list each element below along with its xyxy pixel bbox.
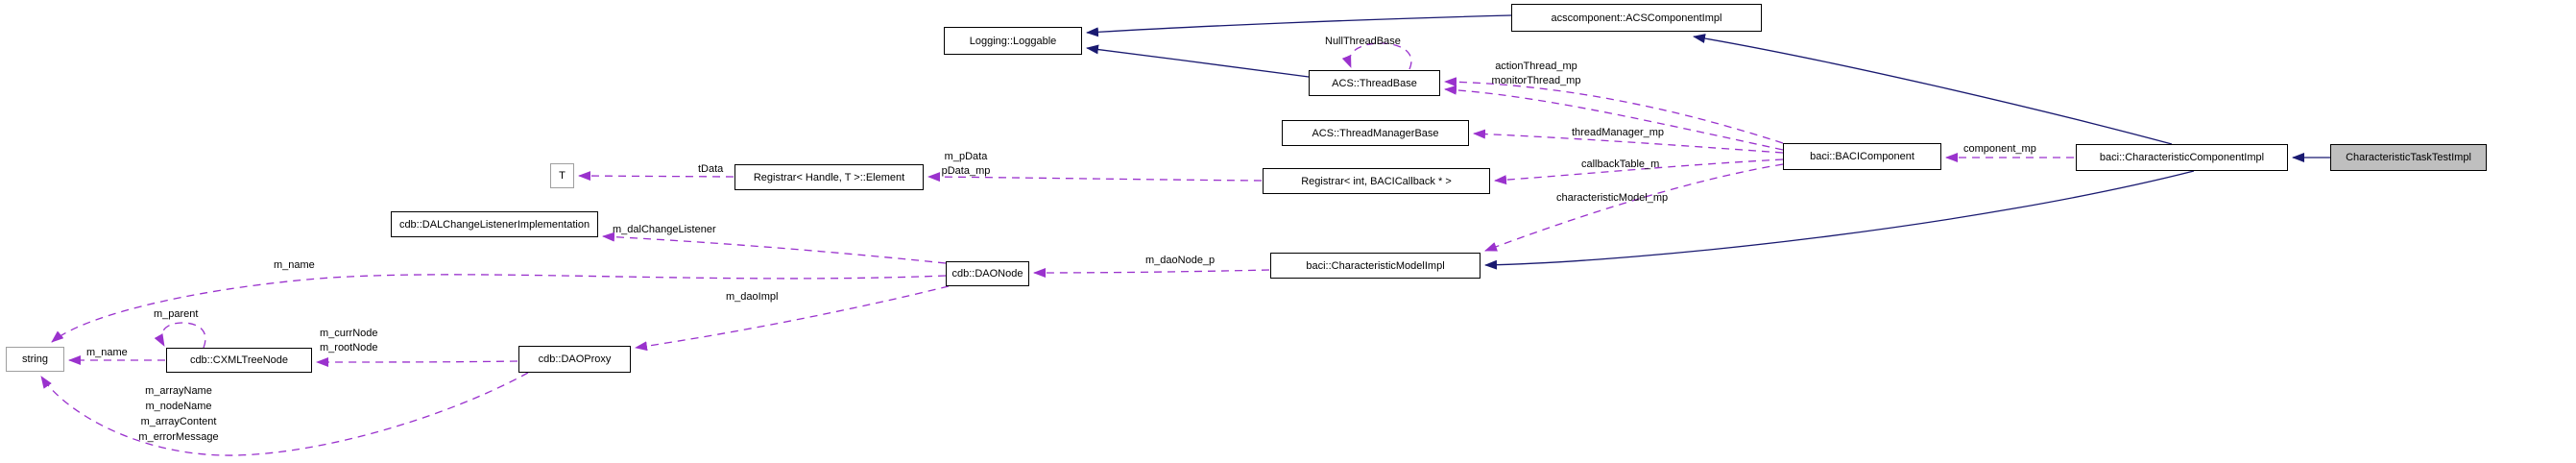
edge-bacicomponent-threadmanager bbox=[1473, 129, 1784, 154]
node-acs-threadmanagerbase[interactable]: ACS::ThreadManagerBase bbox=[1282, 120, 1469, 146]
edge-label-m-currnode: m_currNode bbox=[320, 328, 378, 339]
node-cdb-cxmltreenode[interactable]: cdb::CXMLTreeNode bbox=[166, 348, 312, 373]
edge-label-nullthreadbase: NullThreadBase bbox=[1325, 36, 1401, 47]
edge-label-pdata-mp: pData_mp bbox=[941, 165, 991, 177]
edge-label-thread-group: actionThread_mp monitorThread_mp bbox=[1483, 60, 1589, 88]
edge-label-m-daonode-p: m_daoNode_p bbox=[1145, 255, 1216, 266]
edge-characteristiccomponentimpl-to-characteristicmodelimpl bbox=[1484, 170, 2195, 270]
edge-label-array-group: m_arrayName m_nodeName m_arrayContent m_… bbox=[123, 383, 234, 445]
edge-cxmltreenode-parent-self-loop bbox=[154, 322, 206, 349]
edge-threadbase-to-loggable bbox=[1086, 44, 1310, 78]
edge-label-component-mp: component_mp bbox=[1963, 143, 2036, 155]
edge-characteristiccomponentimpl-to-acscomponentimpl bbox=[1693, 34, 2173, 145]
edge-label-m-arrayname: m_arrayName bbox=[145, 385, 212, 397]
edge-label-characteristicmodel-mp: characteristicModel_mp bbox=[1556, 192, 1669, 204]
node-cdb-daonode[interactable]: cdb::DAONode bbox=[946, 261, 1029, 286]
node-cdb-dalchangelistenerimplementation[interactable]: cdb::DALChangeListenerImplementation bbox=[391, 211, 598, 237]
edge-label-m-dalchangelistener: m_dalChangeListener bbox=[613, 224, 716, 235]
node-characteristictasktestimpl[interactable]: CharacteristicTaskTestImpl bbox=[2330, 144, 2487, 171]
edge-label-pdata-group: m_pData pData_mp bbox=[939, 150, 993, 179]
edge-registrarint-to-element bbox=[927, 172, 1263, 183]
node-registrar-handle-t-element[interactable]: Registrar< Handle, T >::Element bbox=[734, 164, 924, 190]
edge-label-m-parent: m_parent bbox=[154, 308, 199, 320]
node-registrar-int-bacicallback[interactable]: Registrar< int, BACICallback * > bbox=[1263, 168, 1490, 194]
node-logging-loggable[interactable]: Logging::Loggable bbox=[944, 27, 1082, 55]
edge-daonode-to-dalchangelistener bbox=[602, 232, 947, 264]
edge-characteristicmodelimpl-to-daonode bbox=[1033, 267, 1270, 278]
node-baci-characteristiccomponentimpl[interactable]: baci::CharacteristicComponentImpl bbox=[2076, 144, 2288, 171]
edge-label-actionthread-mp: actionThread_mp bbox=[1495, 61, 1577, 72]
edge-label-m-name-daonode: m_name bbox=[274, 259, 315, 271]
edge-label-m-errormessage: m_errorMessage bbox=[138, 431, 219, 443]
node-string[interactable]: string bbox=[6, 347, 64, 372]
edge-bacicomponent-actionthread bbox=[1444, 77, 1784, 144]
edge-label-node-group: m_currNode m_rootNode bbox=[320, 327, 378, 355]
edge-daoproxy-strings-to-string bbox=[40, 372, 529, 456]
edge-bacicomponent-characteristicmodel bbox=[1484, 163, 1784, 252]
node-cdb-daoproxy[interactable]: cdb::DAOProxy bbox=[518, 346, 631, 373]
edge-label-m-pdata: m_pData bbox=[944, 151, 988, 162]
node-baci-bacicomponent[interactable]: baci::BACIComponent bbox=[1783, 143, 1941, 170]
node-acscomponent-acscomponentimpl[interactable]: acscomponent::ACSComponentImpl bbox=[1511, 4, 1762, 32]
edge-label-tdata: tData bbox=[698, 163, 724, 175]
edge-label-m-rootnode: m_rootNode bbox=[320, 342, 378, 353]
edge-bacicomponent-monitorthread bbox=[1444, 85, 1784, 151]
edge-label-threadmanager-mp: threadManager_mp bbox=[1572, 127, 1665, 138]
node-baci-characteristicmodelimpl[interactable]: baci::CharacteristicModelImpl bbox=[1270, 253, 1481, 279]
edge-label-m-name-treenode: m_name bbox=[86, 347, 128, 358]
edge-label-monitorthread-mp: monitorThread_mp bbox=[1491, 75, 1581, 86]
edge-daonode-to-daoproxy bbox=[635, 285, 950, 352]
node-t[interactable]: T bbox=[550, 163, 574, 188]
edge-label-m-daoimpl: m_daoImpl bbox=[726, 291, 779, 303]
edge-nullthreadbase-self-loop bbox=[1341, 42, 1412, 70]
edge-label-m-nodename: m_nodeName bbox=[145, 401, 212, 412]
node-acs-threadbase[interactable]: ACS::ThreadBase bbox=[1309, 70, 1440, 96]
edge-acscomponentimpl-to-loggable bbox=[1086, 14, 1512, 37]
edge-label-m-arraycontent: m_arrayContent bbox=[140, 416, 217, 427]
edge-daoproxy-to-cxmltreenode bbox=[316, 356, 518, 367]
edge-label-callbacktable-m: callbackTable_m bbox=[1581, 158, 1660, 170]
edge-bacicomponent-callbacktable bbox=[1494, 158, 1784, 185]
